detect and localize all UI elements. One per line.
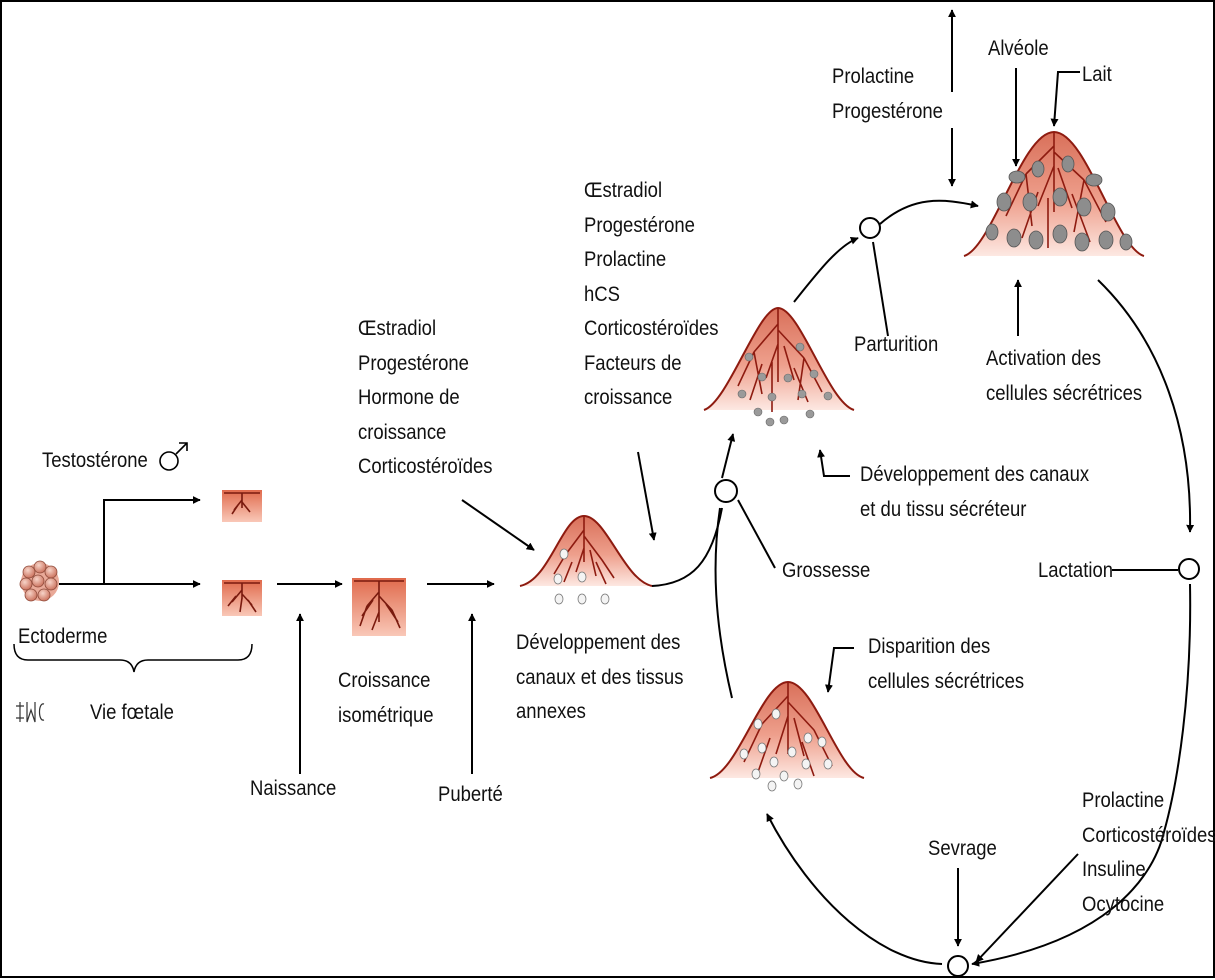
fetal-bud-male [222, 490, 262, 522]
emc-logo [16, 702, 45, 723]
male-symbol-icon [159, 442, 188, 471]
fetal-bud-female [222, 580, 262, 616]
involution-gland [709, 680, 865, 792]
puberty-gland [519, 514, 653, 605]
embryo-cluster [19, 560, 59, 602]
disparition-label: Disparition des cellules sécrétrices [868, 635, 1025, 693]
hormones-lactation-list: Prolactine Corticostéroïdes Insuline Ocy… [1082, 789, 1215, 916]
pregnancy-gland [703, 306, 855, 427]
vie-foetale-brace [13, 643, 253, 673]
cycle-arrows [651, 199, 1195, 967]
cycle-nodes [714, 217, 1200, 977]
activation-label: Activation des cellules sécrétrices [986, 347, 1143, 405]
testosterone-label: Testostérone [42, 449, 148, 472]
alveole-label: Alvéole [988, 37, 1049, 60]
hormones-puberte-list: Œstradiol Progestérone Hormone de croiss… [358, 317, 493, 478]
developpement-secreteur-label: Développement des canaux et du tissu séc… [860, 463, 1090, 521]
puberte-label: Puberté [438, 783, 503, 806]
fetal-arrows [59, 496, 495, 774]
lactation-label: Lactation [1038, 559, 1114, 582]
sevrage-label: Sevrage [928, 837, 997, 860]
ectoderme-label: Ectoderme [18, 625, 108, 648]
lait-label: Lait [1082, 63, 1112, 86]
developpement-annexes-label: Développement des canaux et des tissus a… [516, 631, 684, 723]
prolactine-progesterone-label: Prolactine Progestérone [832, 65, 943, 123]
hormones-grossesse-list: Œstradiol Progestérone Prolactine hCS Co… [584, 179, 719, 409]
vie-foetale-label: Vie fœtale [90, 701, 174, 724]
parturition-label: Parturition [854, 333, 939, 356]
croissance-isometrique-label: Croissance isométrique [338, 669, 434, 727]
lactation-gland [963, 130, 1145, 257]
annotation-arrows [461, 9, 1080, 963]
grossesse-label: Grossesse [782, 559, 871, 582]
naissance-label: Naissance [250, 777, 337, 800]
isometric-gland [352, 578, 406, 636]
